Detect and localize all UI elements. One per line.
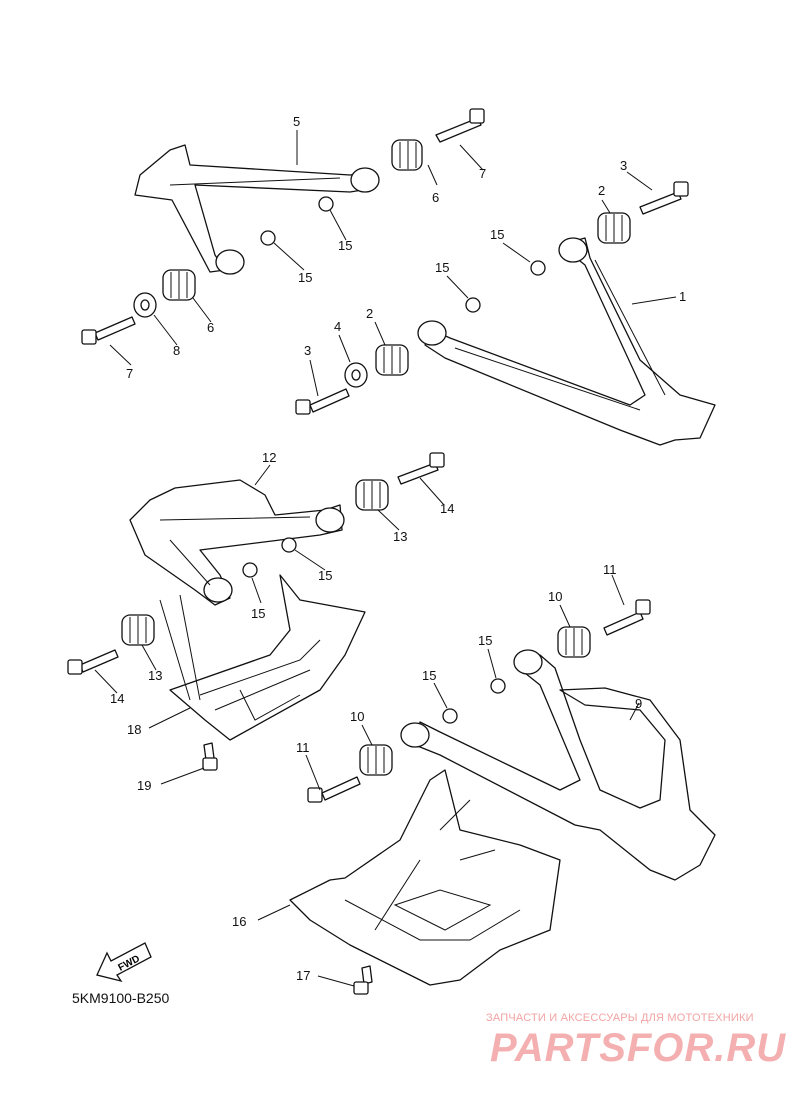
callout-9: 9: [635, 696, 642, 711]
callout-12: 12: [262, 450, 276, 465]
callout-18: 18: [127, 722, 141, 737]
bolt-11-upper: [603, 599, 651, 636]
callout-3-left: 3: [304, 343, 311, 358]
callout-10-upper: 10: [548, 589, 562, 604]
callout-15-a: 15: [338, 238, 352, 253]
bushing-13-upper: [355, 479, 389, 511]
callout-8: 8: [173, 343, 180, 358]
callout-7-lower: 7: [126, 366, 133, 381]
bushing-10-lower: [359, 744, 393, 776]
washer-4: [344, 362, 368, 388]
watermark-logo: PARTSFOR.RU: [490, 1026, 787, 1070]
bushing-6-upper: [391, 139, 423, 171]
callout-5: 5: [293, 114, 300, 129]
nut-15-upper-a: [318, 196, 334, 212]
callout-13-lower: 13: [148, 668, 162, 683]
callout-4: 4: [334, 319, 341, 334]
skid-plate-16: [289, 769, 561, 986]
callout-15-g: 15: [478, 633, 492, 648]
diagram-code: 5KM9100-B250: [72, 990, 170, 1006]
callout-10-lower: 10: [350, 709, 364, 724]
nut-15-lower-b: [242, 562, 258, 578]
nut-15-right-b: [465, 297, 481, 313]
callout-13-upper: 13: [393, 529, 407, 544]
callout-1: 1: [679, 289, 686, 304]
nut-15-front-b: [442, 708, 458, 724]
callout-15-f: 15: [251, 606, 265, 621]
callout-15-d: 15: [435, 260, 449, 275]
bushing-13-lower: [121, 614, 155, 646]
callout-17: 17: [296, 968, 310, 983]
bushing-6-lower: [162, 269, 196, 301]
nut-15-right-a: [530, 260, 546, 276]
bolt-14-upper: [397, 452, 445, 485]
callout-6-lower: 6: [207, 320, 214, 335]
bushing-10-upper: [557, 626, 591, 658]
bolt-7-upper: [435, 108, 485, 143]
callout-11-lower: 11: [296, 740, 310, 755]
bolt-14-lower: [67, 649, 119, 675]
washer-8: [133, 292, 157, 318]
callout-labels: 5 6 7 15 15 6 8 7 1 2 3 15 15 2 4 3 12 1…: [110, 114, 686, 983]
callout-19: 19: [137, 778, 151, 793]
screw-17: [353, 965, 373, 995]
lower-arm-9: [400, 649, 716, 881]
guard-18: [169, 574, 366, 741]
bolt-3-right: [639, 181, 689, 215]
bolt-7-lower: [81, 316, 136, 345]
callout-2-right: 2: [598, 183, 605, 198]
callout-6-upper: 6: [432, 190, 439, 205]
callout-7-upper: 7: [479, 166, 486, 181]
nut-15-lower-a: [281, 537, 297, 553]
upper-arm-1: [417, 237, 716, 446]
callout-16: 16: [232, 914, 246, 929]
leader-lines: [94, 130, 677, 987]
callout-14-upper: 14: [440, 501, 454, 516]
upper-arm-5: [134, 144, 380, 275]
callout-15-e: 15: [318, 568, 332, 583]
screw-19: [202, 742, 218, 771]
callout-15-c: 15: [490, 227, 504, 242]
bushing-2-right: [597, 212, 631, 244]
callout-15-b: 15: [298, 270, 312, 285]
lower-arm-12: [129, 479, 345, 606]
bolt-11-lower: [307, 776, 361, 803]
callout-3-right: 3: [620, 158, 627, 173]
callout-11-upper: 11: [603, 562, 617, 577]
callout-2-left: 2: [366, 306, 373, 321]
nut-15-front-a: [490, 678, 506, 694]
forward-direction-arrow: FWD: [95, 935, 155, 988]
bushing-2-left: [375, 344, 409, 376]
watermark-tagline: ЗАПЧАСТИ И АКСЕССУАРЫ ДЛЯ МОТОТЕХНИКИ: [486, 1012, 754, 1024]
callout-15-h: 15: [422, 668, 436, 683]
bolt-3-left: [295, 388, 350, 415]
callout-14-lower: 14: [110, 691, 124, 706]
nut-15-upper-b: [260, 230, 276, 246]
